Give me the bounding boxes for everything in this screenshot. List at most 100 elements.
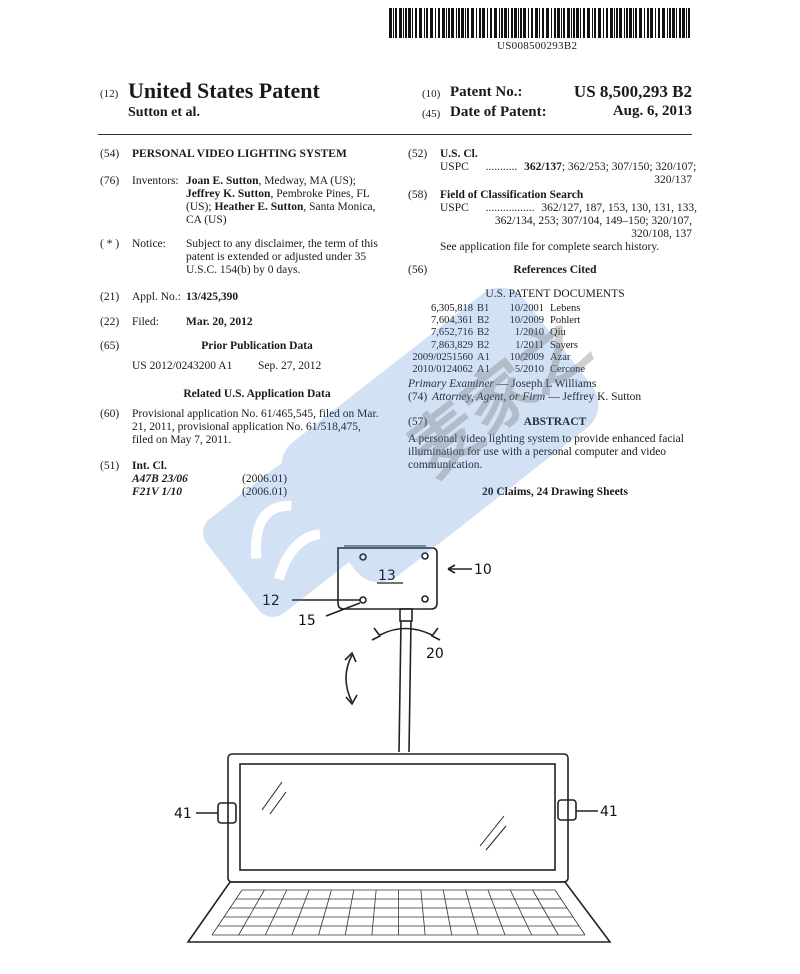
- barcode-bar: [499, 8, 500, 38]
- glare-line: [261, 781, 283, 811]
- refs-heading: References Cited: [513, 264, 597, 276]
- barcode-bar: [539, 8, 540, 38]
- code-22: (22): [100, 316, 120, 328]
- reference-row: 7,652,716 B2 1/2010 Qiu: [408, 327, 692, 339]
- screw-icon: [421, 595, 429, 603]
- invention-title: PERSONAL VIDEO LIGHTING SYSTEM: [132, 148, 347, 160]
- prior-pub-date: Sep. 27, 2012: [258, 360, 322, 372]
- barcode-bar: [655, 8, 656, 38]
- barcode-bar: [405, 8, 407, 38]
- code-12: (12): [100, 88, 119, 100]
- barcode-bar: [446, 8, 447, 38]
- appl-no: 13/425,390: [186, 291, 239, 303]
- claims-summary: 20 Claims, 24 Drawing Sheets: [482, 486, 628, 498]
- barcode-bar: [430, 8, 433, 38]
- barcode-bar: [644, 8, 645, 38]
- barcode-bar: [624, 8, 625, 38]
- barcode-bar: [518, 8, 519, 38]
- reference-row: 2009/0251560 A1 10/2009 Azar: [408, 352, 692, 364]
- inventors-label: Inventors:: [132, 175, 179, 187]
- barcode-bar: [461, 8, 464, 38]
- int-cl-code: F21V 1/10: [132, 486, 182, 498]
- label-41-right: 41: [600, 804, 618, 820]
- keyboard-col-line: [318, 889, 332, 936]
- lens-icon: [359, 596, 367, 604]
- inventor-name: Jeffrey K. Sutton: [186, 188, 271, 200]
- ref-name: Qiu: [550, 327, 566, 339]
- barcode-bar: [490, 8, 492, 38]
- barcode-bar: [561, 8, 562, 38]
- keyboard-col-line: [238, 889, 265, 936]
- code-notice: ( * ): [100, 238, 120, 250]
- barcode-bar: [393, 8, 394, 38]
- keyboard-col-line: [465, 889, 479, 936]
- label-20: 20: [426, 646, 444, 662]
- field-search-line: USPC ................. 362/127, 187, 153…: [440, 202, 697, 215]
- laptop-base: [186, 881, 612, 943]
- barcode-bar: [598, 8, 601, 38]
- barcode-bar: [667, 8, 668, 38]
- barcode-bar: [546, 8, 549, 38]
- us-cl-line2: 320/137: [654, 174, 692, 186]
- ref-number: 2009/0251560: [412, 351, 473, 363]
- barcode-bar: [567, 8, 570, 38]
- barcode-bar: [514, 8, 517, 38]
- barcode-bar: [614, 8, 615, 38]
- gooseneck-right: [408, 620, 412, 753]
- references-table: 6,305,818 B1 10/2001 Lebens 7,604,361 B2…: [408, 303, 692, 379]
- label-41-left: 41: [174, 806, 192, 822]
- barcode-bar: [576, 8, 579, 38]
- examiner-label: Primary Examiner: [408, 378, 494, 390]
- barcode-bar: [479, 8, 481, 38]
- code-54: (54): [100, 148, 120, 160]
- arrow-head: [345, 694, 358, 706]
- barcode-bar: [438, 8, 440, 38]
- label-10: 10: [474, 562, 492, 578]
- arrow-head: [430, 627, 441, 641]
- abstract-line: illumination for use with a personal com…: [408, 446, 667, 458]
- barcode-bar: [571, 8, 572, 38]
- barcode-bar: [563, 8, 565, 38]
- patent-date: Aug. 6, 2013: [612, 103, 692, 119]
- barcode-bar: [542, 8, 544, 38]
- barcode-bar: [442, 8, 445, 38]
- barcode-bar: [482, 8, 485, 38]
- barcode-bar: [583, 8, 585, 38]
- code-45: (45): [422, 108, 441, 120]
- barcode-bar: [672, 8, 675, 38]
- keyboard-grid: [211, 889, 586, 936]
- barcode-bar: [508, 8, 509, 38]
- glare-line: [479, 815, 505, 847]
- ref-name: Sayers: [550, 339, 578, 351]
- related-heading: Related U.S. Application Data: [183, 388, 331, 400]
- barcode-bar: [523, 8, 526, 38]
- ref-kind: B2: [477, 339, 490, 351]
- prior-pub-heading: Prior Publication Data: [201, 340, 313, 352]
- barcode-bar: [426, 8, 428, 38]
- barcode-bar: [456, 8, 457, 38]
- barcode-bar: [626, 8, 628, 38]
- barcode-bar: [531, 8, 533, 38]
- field-search-value: 320/108, 137: [631, 228, 692, 240]
- barcode-bar: [573, 8, 575, 38]
- label-13: 13: [378, 568, 396, 584]
- keyboard-col-line: [344, 889, 355, 936]
- tilt-arrow: [345, 654, 353, 703]
- barcode-bar: [520, 8, 522, 38]
- gooseneck-left: [398, 620, 402, 753]
- abstract-heading: ABSTRACT: [523, 416, 587, 428]
- barcode-bar: [528, 8, 529, 38]
- notice-line: patent is extended or adjusted under 35: [186, 251, 367, 263]
- ref-date: 5/2010: [514, 364, 544, 375]
- us-cl-secondary: ; 362/253; 307/150; 320/107;: [561, 161, 697, 173]
- keyboard-col-line: [487, 889, 506, 936]
- ref-number: 7,863,829: [431, 339, 473, 351]
- barcode-bar: [580, 8, 581, 38]
- prior-pub-number: US 2012/0243200 A1: [132, 360, 233, 372]
- barcode-bar: [435, 8, 436, 38]
- code-57: (57): [408, 416, 428, 428]
- barcode-bar: [633, 8, 634, 38]
- barcode-bar: [650, 8, 653, 38]
- date-label: Date of Patent:: [450, 104, 547, 120]
- code-76: (76): [100, 175, 120, 187]
